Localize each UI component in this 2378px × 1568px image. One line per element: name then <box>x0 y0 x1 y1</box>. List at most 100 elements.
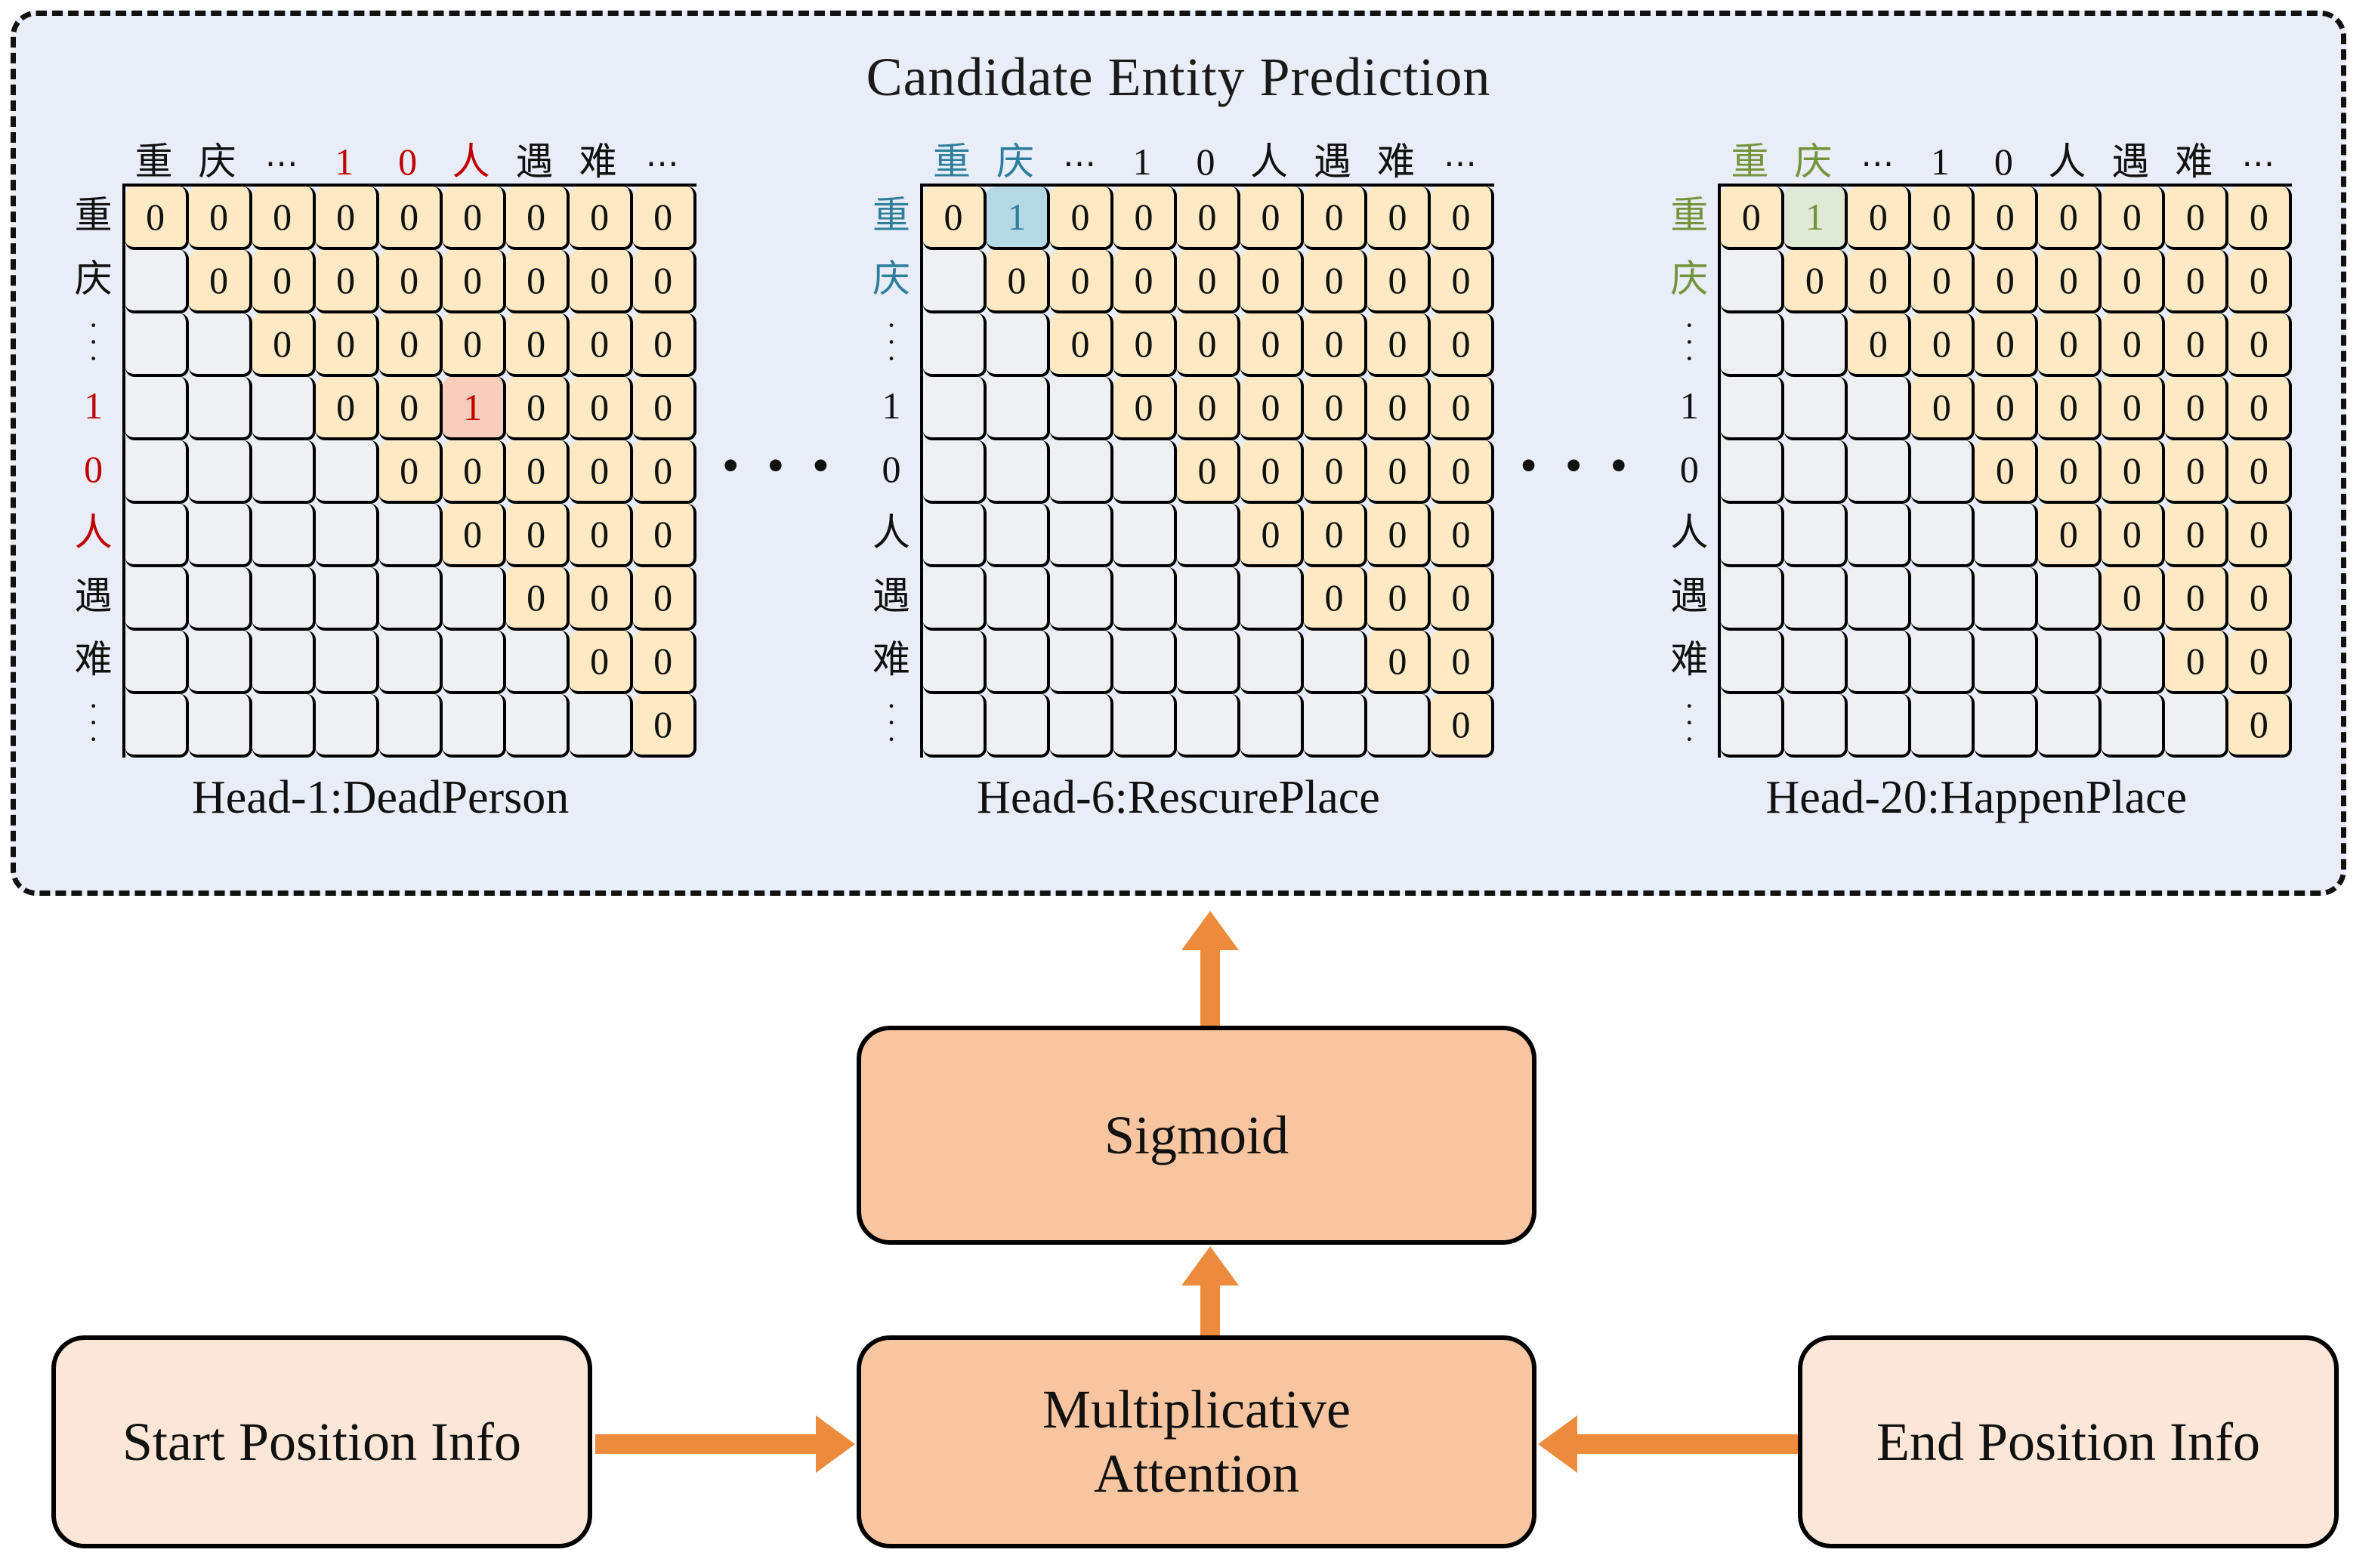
matrix-cell: 0 <box>125 187 189 250</box>
matrix-cell: 0 <box>1113 250 1177 313</box>
matrix-cell <box>1304 631 1367 694</box>
matrix-cell: 0 <box>569 631 633 694</box>
matrix-cell: 0 <box>188 250 252 313</box>
matrix-cell: 0 <box>569 313 633 377</box>
row-label: 1 <box>84 384 103 427</box>
matrix-cell: 0 <box>1975 440 2039 504</box>
matrix-cell <box>1911 440 1975 504</box>
matrix-cell: 0 <box>2038 187 2102 250</box>
matrix-cell <box>1367 694 1431 758</box>
matrix-cell <box>1721 440 1785 504</box>
column-label: 重 <box>1731 140 1769 183</box>
matrix-cell <box>1975 504 2039 567</box>
multiplicative-attention-box[interactable]: Multiplicative Attention <box>857 1335 1536 1548</box>
matrix-cell: 0 <box>1975 187 2039 250</box>
matrix-cell: 0 <box>505 377 570 440</box>
matrix-cell <box>1848 377 1912 440</box>
matrix-cell: 0 <box>378 250 443 313</box>
attention-label: Multiplicative Attention <box>1042 1378 1351 1506</box>
matrix-cell: 0 <box>1240 187 1304 250</box>
matrix-row: 0 <box>125 694 696 758</box>
matrix-cell: 0 <box>2102 313 2166 377</box>
column-label: ⋯ <box>1861 145 1894 182</box>
attention-label-line2: Attention <box>1094 1443 1299 1504</box>
end-position-info-box[interactable]: End Position Info <box>1798 1335 2339 1548</box>
matrix-cell <box>1784 313 1848 377</box>
column-label: 人 <box>2048 140 2086 183</box>
matrix-cell: 0 <box>1367 187 1431 250</box>
row-label: 重 <box>872 194 910 236</box>
matrix-cell: 0 <box>2228 694 2293 758</box>
matrix-cell <box>315 440 379 504</box>
matrix-cell <box>315 631 379 694</box>
matrix-cell <box>125 631 189 694</box>
matrix-cell: 0 <box>442 440 506 504</box>
arrow-shaft-horizontal <box>595 1434 819 1454</box>
matrix-cell <box>378 694 443 758</box>
matrix-cell: 0 <box>1848 250 1912 313</box>
matrix-cell: 0 <box>1975 250 2039 313</box>
arrow-sigmoid-to-panel <box>1178 911 1239 1027</box>
matrix-cell <box>1911 694 1975 758</box>
matrix-cell <box>1240 694 1304 758</box>
matrix-cell: 0 <box>1975 377 2039 440</box>
matrix-cell: 0 <box>1431 694 1494 758</box>
column-label: ⋯ <box>1063 145 1096 182</box>
column-label: 0 <box>1196 140 1215 183</box>
matrix-cell <box>1784 440 1848 504</box>
matrix-cell: 0 <box>632 567 696 631</box>
matrix-cell: 0 <box>2102 440 2166 504</box>
matrix-cell: 0 <box>2038 440 2102 504</box>
matrix-cell: 0 <box>2165 440 2229 504</box>
matrix-cell <box>188 694 252 758</box>
matrix-cell <box>252 694 316 758</box>
vertical-ellipsis-icon: ··· <box>886 308 897 375</box>
matrix-cell: 0 <box>505 313 570 377</box>
matrix-cell: 0 <box>2102 504 2166 567</box>
column-label: 0 <box>1994 140 2013 183</box>
matrix-cell: 0 <box>1367 504 1431 567</box>
column-label: 1 <box>1132 140 1152 183</box>
row-label: 0 <box>84 448 103 490</box>
matrix-cell <box>1721 250 1785 313</box>
matrix-cell <box>987 377 1050 440</box>
arrow-head-up-icon <box>1181 911 1239 950</box>
arrow-attention-to-sigmoid <box>1178 1246 1239 1341</box>
matrix-cell: 0 <box>2038 313 2102 377</box>
matrix-cell <box>125 504 189 567</box>
matrix-cell: 0 <box>1431 187 1494 250</box>
matrix-cell: 0 <box>2228 440 2293 504</box>
matrix-cell: 0 <box>1050 313 1113 377</box>
matrix-cell: 0 <box>1367 377 1431 440</box>
matrix-cell: 0 <box>2165 187 2229 250</box>
start-position-info-box[interactable]: Start Position Info <box>51 1335 592 1548</box>
matrix-cell <box>252 631 316 694</box>
matrix-cell <box>1848 567 1912 631</box>
matrix-cell: 0 <box>1304 567 1367 631</box>
row-label: ··· <box>1660 310 1718 374</box>
matrix-cell: 0 <box>378 187 443 250</box>
matrix-cell <box>505 694 570 758</box>
sigmoid-box[interactable]: Sigmoid <box>857 1026 1536 1245</box>
matrix-cell: 0 <box>188 187 252 250</box>
matrix-ellipsis-separator: • • • <box>721 438 837 493</box>
matrix-cell: 0 <box>1304 504 1367 567</box>
column-label: 1 <box>1930 140 1950 183</box>
vertical-ellipsis-icon: ··· <box>886 689 897 756</box>
matrix-cell: 0 <box>2038 250 2102 313</box>
